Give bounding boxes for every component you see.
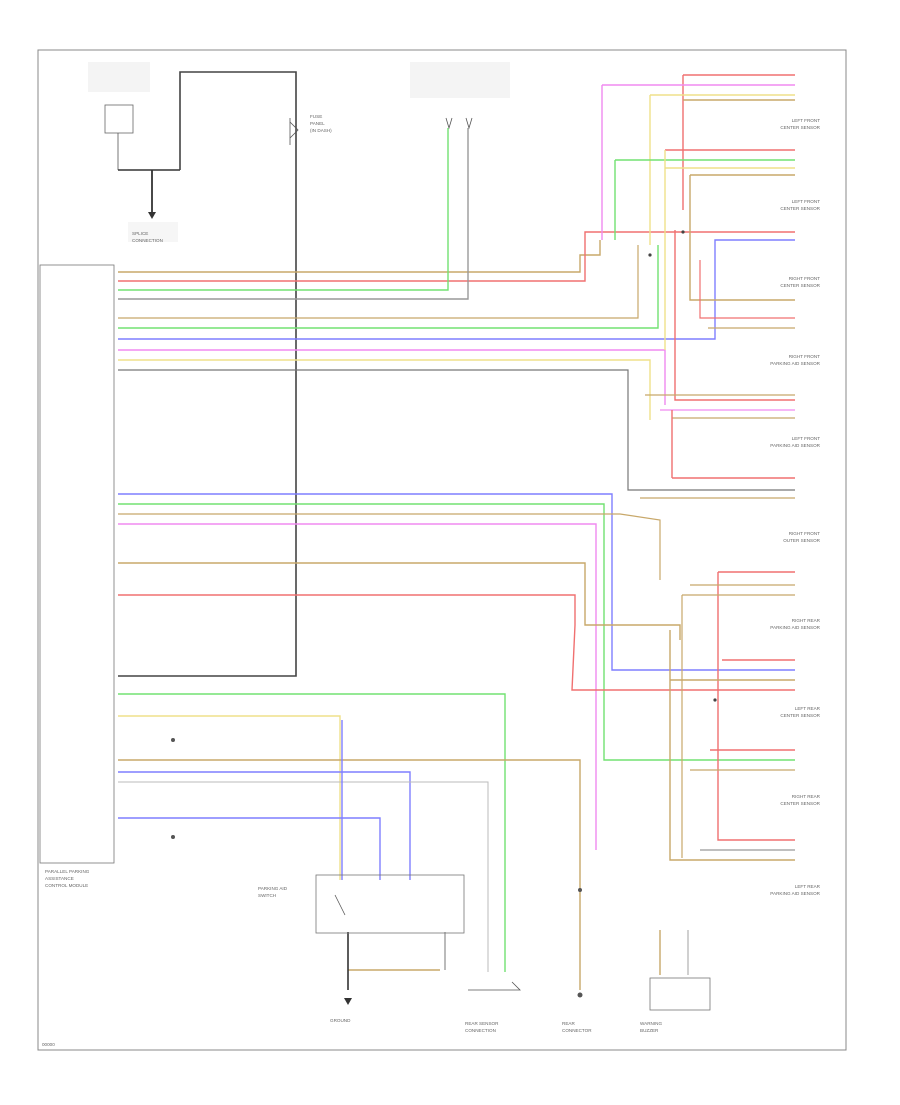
warning-buzzer: WARNING BUZZER	[640, 930, 711, 1033]
connector-dots	[171, 230, 717, 892]
switch-label-line-2: SWITCH	[258, 893, 276, 898]
buzzer-label-line-2: BUZZER	[640, 1028, 659, 1033]
rear-sensor-connection: REAR SENSOR CONNECTION	[465, 981, 521, 1033]
ground-bottom: GROUND	[330, 998, 352, 1023]
sensor-4-line-1: RIGHT FRONT	[789, 354, 820, 359]
module-label-line-2: ASSISTANCE	[45, 876, 74, 881]
buzzer-label-line-1: WARNING	[640, 1021, 662, 1026]
diagram-frame	[37, 49, 847, 1051]
fuse-label-line-3: (IN DASH)	[310, 128, 332, 133]
sensor-10-line-2: PARKING AID SENSOR	[770, 891, 820, 896]
sensor-2-line-2: CENTER SENSOR	[780, 206, 820, 211]
fuse-label-line-2: PANEL	[310, 121, 325, 126]
sensor-5-line-1: LEFT FRONT	[792, 436, 820, 441]
sensor-6-line-1: RIGHT FRONT	[789, 531, 820, 536]
rear-connector-line-1: REAR	[562, 1021, 575, 1026]
wires	[118, 74, 795, 990]
sensor-7-line-2: PARKING AID SENSOR	[770, 625, 820, 630]
sensor-3-line-1: RIGHT FRONT	[789, 276, 820, 281]
fuse-label-line-1: FUSE	[310, 114, 322, 119]
sensor-7-line-1: RIGHT REAR	[792, 618, 821, 623]
sensor-8-line-2: CENTER SENSOR	[780, 713, 820, 718]
sensor-6-line-2: OUTER SENSOR	[783, 538, 820, 543]
sensor-8-line-1: LEFT REAR	[795, 706, 821, 711]
top-left-component	[88, 62, 180, 171]
sensor-2-line-1: LEFT FRONT	[792, 199, 820, 204]
wire-black-loop	[118, 71, 297, 677]
module-label-line-3: CONTROL MODULE	[45, 883, 88, 888]
ground-label: GROUND	[330, 1018, 351, 1023]
switch-label-line-1: PARKING AID	[258, 886, 288, 891]
control-module: PARALLEL PARKING ASSISTANCE CONTROL MODU…	[39, 264, 115, 888]
splice-label-line-2: CONNECTION	[132, 238, 163, 243]
fuse-component: FUSE PANEL (IN DASH)	[289, 114, 332, 145]
module-label-line-1: PARALLEL PARKING	[45, 869, 90, 874]
sensor-9-line-1: RIGHT REAR	[792, 794, 821, 799]
sensor-3-line-2: CENTER SENSOR	[780, 283, 820, 288]
sensor-4-line-2: PARKING AID SENSOR	[770, 361, 820, 366]
parking-aid-switch: PARKING AID SWITCH	[258, 874, 465, 934]
rear-connector-line-2: CONNECTOR	[562, 1028, 592, 1033]
rear-sensor-connection-line-1: REAR SENSOR	[465, 1021, 499, 1026]
top-center-connector	[410, 62, 510, 130]
rear-connector: REAR CONNECTOR	[562, 992, 592, 1033]
sensor-10-line-1: LEFT REAR	[795, 884, 821, 889]
sensor-9-line-2: CENTER SENSOR	[780, 801, 820, 806]
sensor-1-line-1: LEFT FRONT	[792, 118, 820, 123]
splice-label-line-1: SPLICE	[132, 231, 148, 236]
ground-symbol	[128, 170, 178, 242]
sensor-1-line-2: CENTER SENSOR	[780, 125, 820, 130]
rear-sensor-connection-line-2: CONNECTION	[465, 1028, 496, 1033]
sensor-labels: LEFT FRONT CENTER SENSOR LEFT FRONT CENT…	[770, 118, 820, 896]
sensor-5-line-2: PARKING AID SENSOR	[770, 443, 820, 448]
footer-code: 00000	[42, 1042, 55, 1047]
